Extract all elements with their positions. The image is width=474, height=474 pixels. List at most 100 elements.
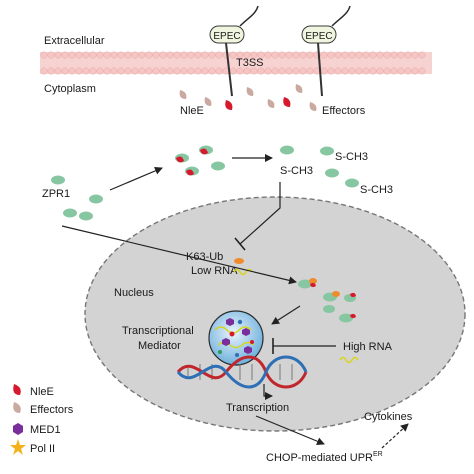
inhibition-line-methyl [239, 182, 281, 245]
lipid-head [376, 67, 384, 75]
lipid-head [131, 51, 139, 59]
zpr1-nlee-complex [175, 145, 225, 176]
lipid-head [54, 51, 62, 59]
lipid-head [418, 67, 426, 75]
lipid-head [47, 67, 55, 75]
nlee-cyto-label: NleE [180, 105, 204, 117]
zpr1-cluster [51, 175, 103, 221]
lipid-head [355, 51, 363, 59]
lipid-head [348, 51, 356, 59]
lipid-head [299, 67, 307, 75]
effector-drop-icon [246, 87, 254, 96]
k63-ub-label: K63-Ub [186, 251, 223, 263]
lipid-head [180, 67, 188, 75]
lipid-head [82, 67, 90, 75]
svg-text:Effectors: Effectors [30, 404, 74, 416]
med1-hexagon-icon [244, 346, 252, 354]
lipid-head [124, 67, 132, 75]
lipid-head [362, 51, 370, 59]
nlee-drop-icon [13, 384, 21, 395]
lipid-head [383, 67, 391, 75]
lipid-head [159, 51, 167, 59]
chop-upr-label: CHOP-mediated UPRER [266, 451, 383, 464]
lipid-head [285, 67, 293, 75]
lipid-head [257, 67, 265, 75]
lipid-head [61, 51, 69, 59]
effector-drop-icon [309, 102, 317, 111]
lipid-head [201, 67, 209, 75]
lipid-head [411, 51, 419, 59]
lipid-head [404, 67, 412, 75]
lipid-head [292, 67, 300, 75]
lipid-head [411, 67, 419, 75]
lipid-head [152, 67, 160, 75]
lipid-head [173, 51, 181, 59]
epec-bacterium-left: EPEC [209, 5, 259, 97]
lipid-head [236, 67, 244, 75]
zpr1-protein [320, 146, 334, 156]
zpr1-protein [79, 211, 93, 221]
arrow-zpr1-into-nucleus [61, 225, 297, 285]
lipid-head [103, 51, 111, 59]
effector-drop-icon [204, 97, 212, 106]
lipid-head [166, 67, 174, 75]
med1-hexagon-icon [13, 423, 23, 435]
lipid-head [320, 67, 328, 75]
lipid-head [327, 67, 335, 75]
epec-bacterium-right: EPEC [301, 5, 351, 97]
lipid-head [40, 67, 48, 75]
legend-item-effectors: Effectors [13, 402, 74, 416]
zpr1-protein [51, 175, 65, 185]
legend-item-med1: MED1 [13, 423, 61, 436]
lipid-head [117, 67, 125, 75]
lipid-head [96, 51, 104, 59]
lipid-head [320, 51, 328, 59]
lipid-head [194, 67, 202, 75]
lipid-head [61, 67, 69, 75]
effector-drop-icon [179, 90, 187, 99]
lipid-head [264, 67, 272, 75]
lipid-head [292, 51, 300, 59]
lipid-head [306, 51, 314, 59]
cytokines-label: Cytokines [364, 411, 413, 423]
dashed-arrow-to-cytokines [381, 423, 409, 449]
transcription-label: Transcription [226, 402, 289, 414]
lipid-head [341, 67, 349, 75]
lipid-head [89, 67, 97, 75]
lipid-head [131, 67, 139, 75]
legend: NleE Effectors MED1 Pol II [10, 384, 74, 455]
lipid-head [75, 67, 83, 75]
arrow-complex-to-mediator [271, 305, 301, 325]
extracellular-label: Extracellular [44, 35, 105, 47]
lipid-head [180, 51, 188, 59]
effectors-cyto-label: Effectors [322, 105, 366, 117]
lipid-head [75, 51, 83, 59]
zpr1-protein [325, 168, 339, 178]
lipid-head [68, 67, 76, 75]
mediator-label-line1: Transcriptional [122, 325, 194, 337]
lipid-head [201, 51, 209, 59]
lipid-head [306, 67, 314, 75]
lipid-head [236, 51, 244, 59]
lipid-head [285, 51, 293, 59]
effector-drop-icon [267, 99, 275, 108]
lipid-head [327, 51, 335, 59]
lipid-head [369, 67, 377, 75]
cell-membrane [40, 51, 432, 75]
lipid-head [250, 51, 258, 59]
low-rna-label: Low RNA [191, 265, 238, 277]
high-rna-label: High RNA [343, 341, 393, 353]
med1-hexagon-icon [242, 328, 250, 336]
lipid-head [68, 51, 76, 59]
lipid-head [96, 67, 104, 75]
lipid-head [138, 67, 146, 75]
lipid-head [271, 67, 279, 75]
lipid-head [362, 67, 370, 75]
lipid-head [418, 51, 426, 59]
lipid-head [271, 51, 279, 59]
methyl-label: S-CH3 [360, 184, 393, 196]
lipid-head [110, 51, 118, 59]
lipid-head [390, 67, 398, 75]
lipid-head [159, 67, 167, 75]
